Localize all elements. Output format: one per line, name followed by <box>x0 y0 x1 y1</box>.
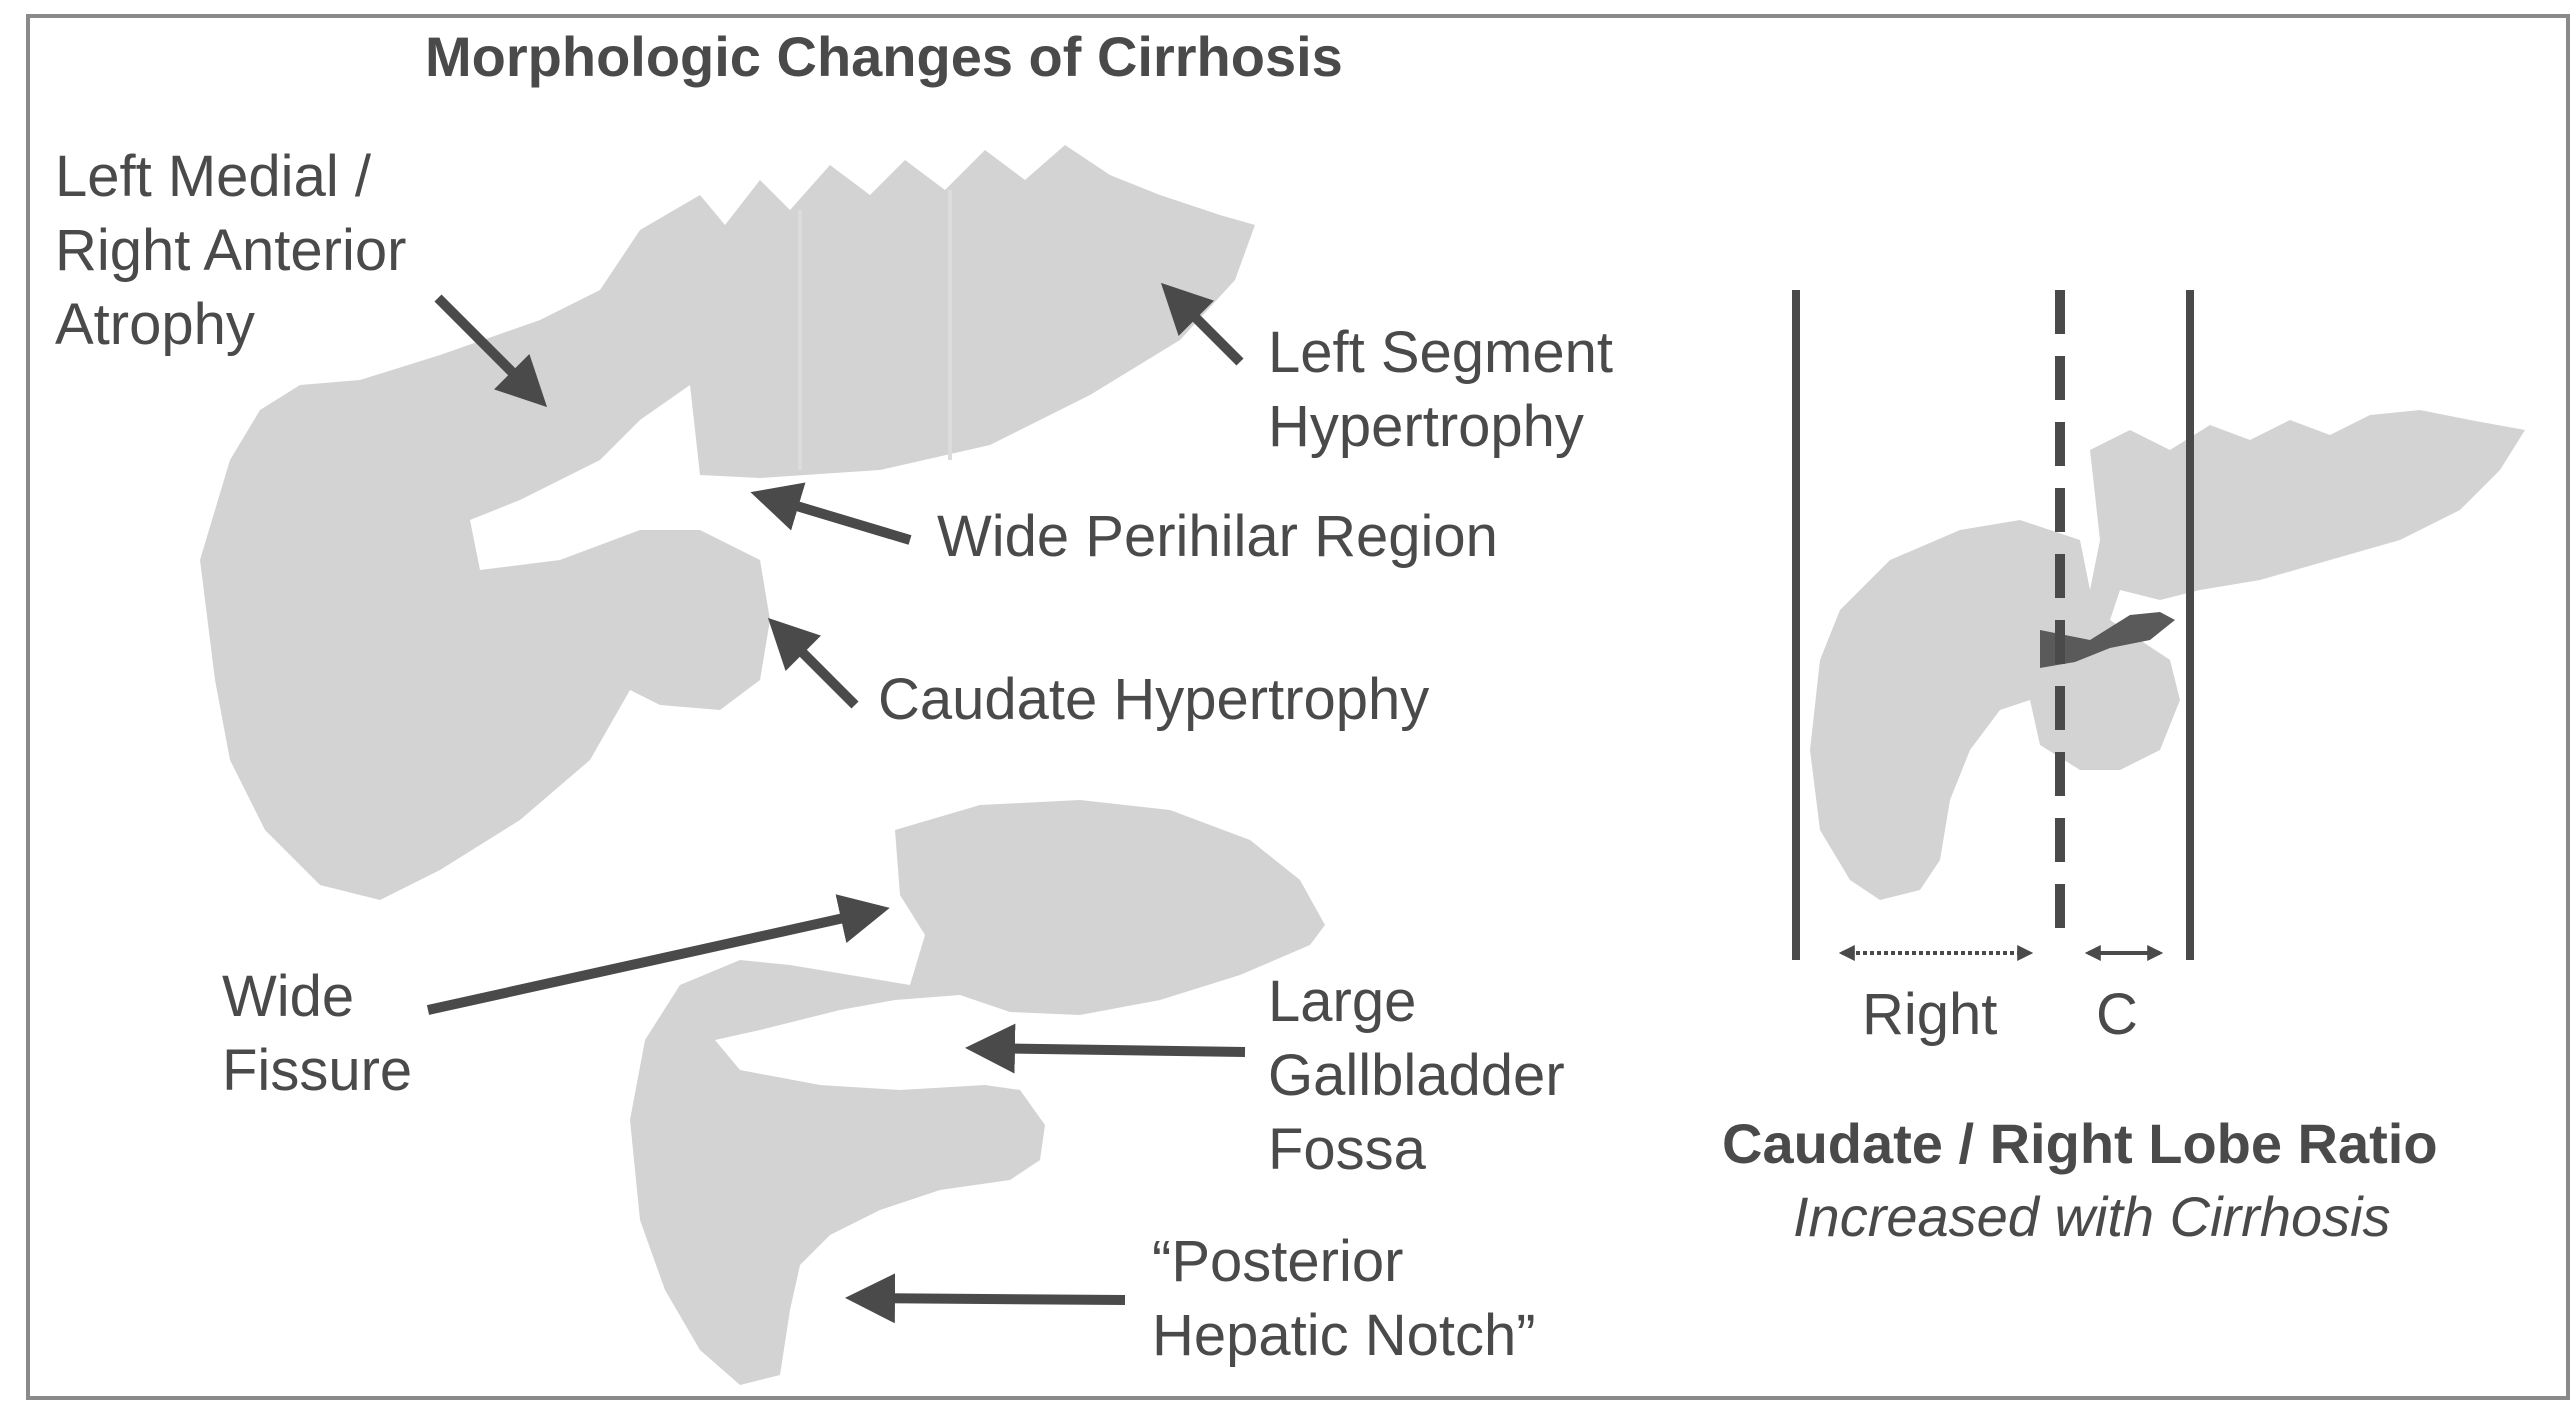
hilar-structure <box>2040 612 2175 668</box>
label-wide-fissure: Wide Fissure <box>222 964 413 1103</box>
diagram-title: Morphologic Changes of Cirrhosis <box>425 25 1343 88</box>
label-left-segment-hypertrophy: Left Segment Hypertrophy <box>1268 320 1613 459</box>
gallbladder-arrow <box>965 1023 1246 1074</box>
measure-label-right: Right <box>1862 982 1998 1047</box>
measure-label-caudate: C <box>2096 982 2138 1047</box>
ratio-subtitle: Increased with Cirrhosis <box>1793 1185 2391 1248</box>
notch-arrow <box>845 1273 1126 1324</box>
lower-liver-shape <box>630 800 1325 1385</box>
caudate-arrow <box>767 617 859 709</box>
upper-liver-fissure-lines <box>798 190 952 470</box>
label-left-medial-atrophy: Left Medial / Right Anterior Atrophy <box>55 144 407 357</box>
label-wide-perihilar-region: Wide Perihilar Region <box>937 504 1498 569</box>
label-large-gallbladder-fossa: Large Gallbladder Fossa <box>1268 969 1565 1182</box>
label-caudate-hypertrophy: Caudate Hypertrophy <box>878 667 1430 732</box>
label-posterior-hepatic-notch: “Posterior Hepatic Notch” <box>1152 1229 1536 1368</box>
atrophy-arrow <box>434 294 548 408</box>
fissure-arrow <box>426 894 890 1015</box>
ratio-title: Caudate / Right Lobe Ratio <box>1722 1112 2438 1175</box>
hypertrophy-arrow <box>1160 282 1244 366</box>
perihilar-arrow <box>750 482 912 545</box>
ratio-liver-shape <box>1810 410 2525 900</box>
upper-liver-shape <box>200 145 1255 900</box>
